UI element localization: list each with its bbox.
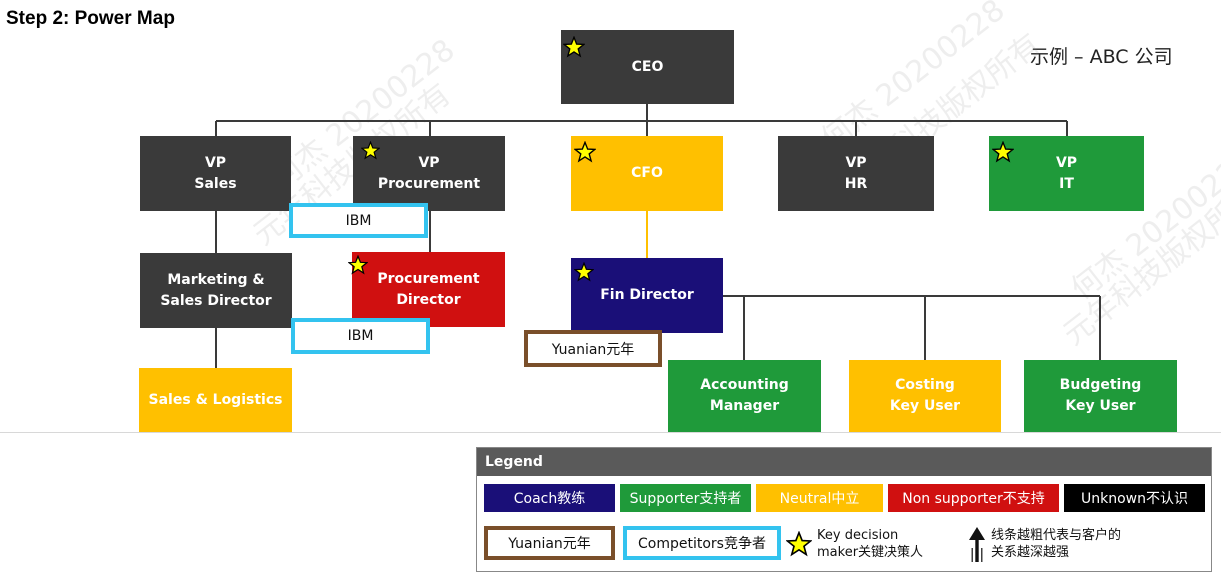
node-marketing-director: Marketing & Sales Director xyxy=(140,253,292,328)
key-decision-star-icon xyxy=(348,255,368,275)
legend-star-icon xyxy=(786,531,812,557)
legend-supporter: Supporter支持者 xyxy=(620,484,751,512)
node-procurement-director: Procurement Director xyxy=(352,252,505,327)
yuanian-tag: Yuanian元年 xyxy=(524,330,662,367)
sample-label: 示例 – ABC 公司 xyxy=(1030,46,1173,68)
legend-neutral: Neutral中立 xyxy=(756,484,883,512)
node-costing-key-user: Costing Key User xyxy=(849,360,1001,432)
competitor-tag: IBM xyxy=(291,318,430,354)
node-vp-hr: VP HR xyxy=(778,136,934,211)
key-decision-star-icon xyxy=(574,262,594,282)
key-decision-star-icon xyxy=(992,141,1014,163)
node-sales-logistics: Sales & Logistics xyxy=(139,368,292,432)
node-budgeting-key-user: Budgeting Key User xyxy=(1024,360,1177,432)
legend-competitors: Competitors竞争者 xyxy=(623,526,781,560)
key-decision-star-icon xyxy=(361,141,380,160)
legend-key-decision-text: Key decision maker关键决策人 xyxy=(817,528,924,560)
page-title: Step 2: Power Map xyxy=(6,8,175,29)
node-ceo: CEO xyxy=(561,30,734,104)
node-vp-procurement: VP Procurement xyxy=(353,136,505,211)
node-fin-director: Fin Director xyxy=(571,258,723,333)
legend-title: Legend xyxy=(477,448,1211,476)
node-cfo: CFO xyxy=(571,136,723,211)
legend-unknown: Unknown不认识 xyxy=(1064,484,1205,512)
legend-yuanian: Yuanian元年 xyxy=(484,526,615,560)
legend: Legend Coach教练 Supporter支持者 Neutral中立 No… xyxy=(476,447,1212,572)
legend-non-supporter: Non supporter不支持 xyxy=(888,484,1059,512)
node-vp-it: VP IT xyxy=(989,136,1144,211)
thick-arrow-icon xyxy=(969,527,985,562)
key-decision-star-icon xyxy=(563,36,585,58)
competitor-tag: IBM xyxy=(289,203,428,238)
node-vp-sales: VP Sales xyxy=(140,136,291,211)
divider xyxy=(0,432,1221,433)
legend-coach: Coach教练 xyxy=(484,484,615,512)
legend-line-meaning-text: 线条越粗代表与客户的 关系越深越强 xyxy=(991,528,1122,560)
node-accounting-manager: Accounting Manager xyxy=(668,360,821,432)
key-decision-star-icon xyxy=(574,141,596,163)
